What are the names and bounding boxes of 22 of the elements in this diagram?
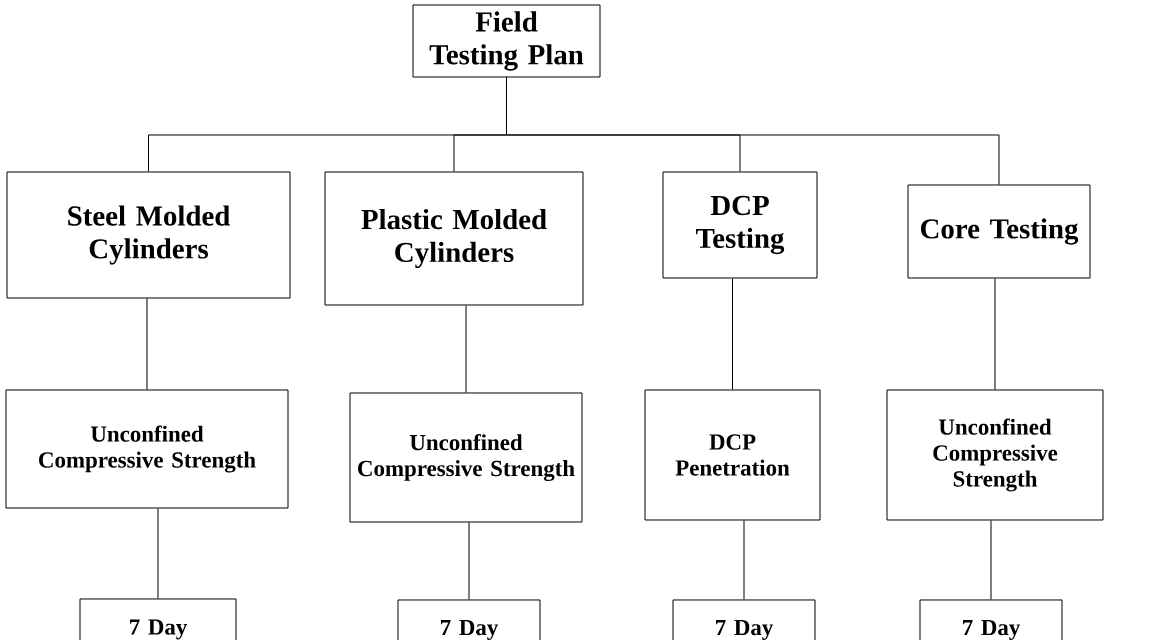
duration-box: 7 Day (79, 598, 237, 640)
category-box: Core Testing (907, 184, 1091, 279)
connector-line (990, 520, 992, 600)
connector-line (732, 278, 733, 390)
category-box: DCP Testing (662, 171, 818, 279)
connector-line (465, 305, 467, 393)
title-box: Field Testing Plan (412, 4, 601, 78)
connector-line (994, 278, 996, 390)
category-box: Plastic Molded Cylinders (324, 171, 584, 306)
duration-box: 7 Day (672, 599, 816, 640)
connector-line (506, 77, 1000, 185)
test-box: Unconfined Compressive Strength (349, 392, 583, 523)
duration-box: 7 Day (919, 599, 1063, 640)
test-box: DCP Penetration (644, 389, 821, 521)
connector-line (743, 520, 745, 600)
connector-line (146, 298, 148, 390)
connector-line (157, 508, 159, 599)
test-box: Unconfined Compressive Strength (886, 389, 1104, 521)
connector-line (468, 522, 470, 600)
test-box: Unconfined Compressive Strength (5, 389, 289, 509)
duration-box: 7 Day (397, 599, 541, 640)
category-box: Steel Molded Cylinders (6, 171, 291, 299)
